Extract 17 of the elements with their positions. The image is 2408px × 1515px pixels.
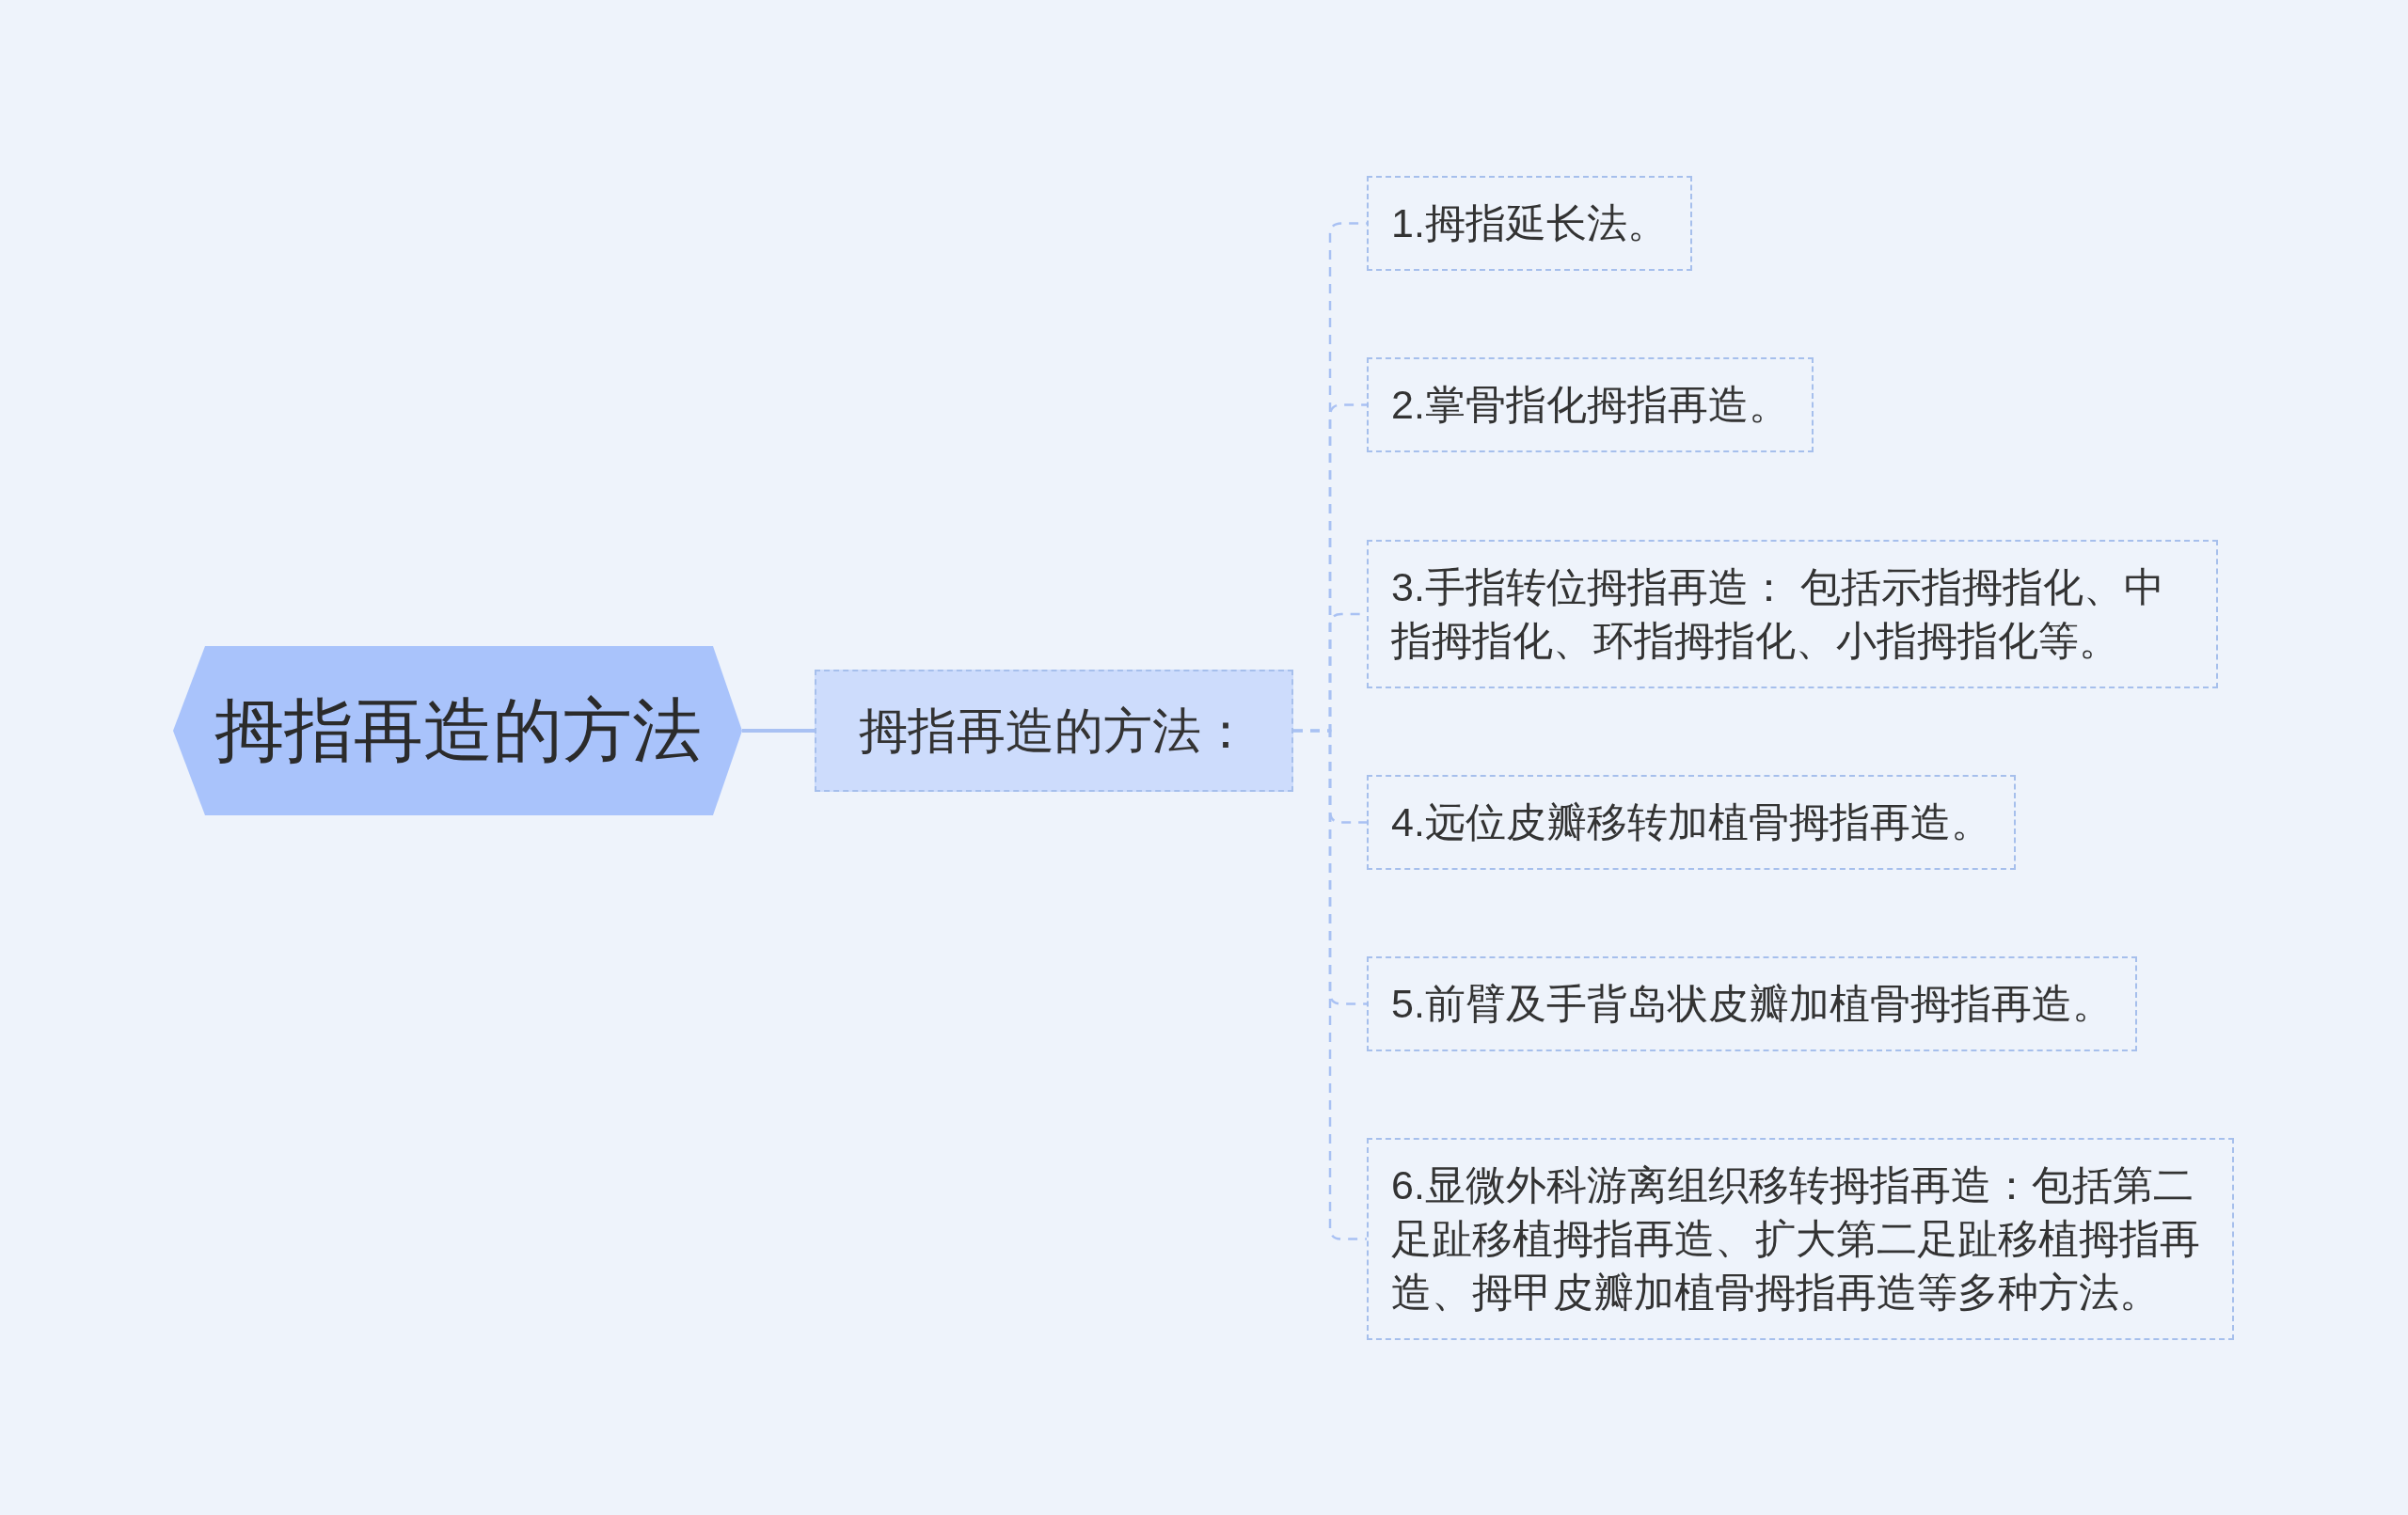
- item-box: [1367, 357, 1814, 452]
- item-box: [1367, 775, 2016, 870]
- item-text: 4.远位皮瓣移转加植骨拇指再造。: [1391, 798, 1991, 846]
- item-text: 6.显微外科游离组织移转拇指再造：包括第二足趾移植拇指再造、扩大第二足趾移植拇指再造、拇甲皮瓣加植骨拇指再造等多种方法。: [1391, 1161, 2201, 1317]
- subtopic-label: 拇指再造的方法：: [858, 706, 1250, 755]
- item-text: 5.前臂及手背岛状皮瓣加植骨拇指再造。: [1391, 980, 2113, 1028]
- item-text: 3.手指转位拇指再造： 包括示指拇指化、中指拇指化、环指拇指化、小指拇指化等。: [1391, 563, 2165, 665]
- item-box: [1367, 956, 2137, 1051]
- item-box: [1367, 176, 1692, 271]
- central-topic-hexagon: [173, 646, 742, 815]
- topic-title: 拇指再造的方法: [214, 696, 702, 765]
- item-text: 2.掌骨指化拇指再造。: [1391, 381, 1789, 429]
- connector-line: [742, 729, 815, 733]
- item-box: [1367, 1138, 2234, 1340]
- item-text: 1.拇指延长法。: [1391, 199, 1668, 247]
- item-box: [1367, 540, 2218, 688]
- subtopic-box: [815, 670, 1293, 792]
